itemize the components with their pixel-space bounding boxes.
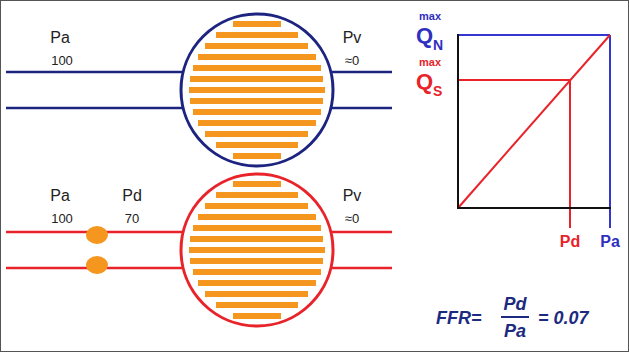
stenosis-plaque bbox=[86, 226, 108, 244]
axis-superscript: max bbox=[419, 57, 441, 68]
pressure-label: Pv bbox=[343, 188, 362, 204]
axis-subscript: S bbox=[433, 84, 442, 98]
axis-tick-label: Pa bbox=[600, 234, 620, 250]
stenosis-plaque bbox=[86, 256, 108, 274]
axis-superscript: max bbox=[419, 11, 441, 22]
axis-label: Q bbox=[416, 71, 433, 93]
pressure-label: Pd bbox=[122, 188, 142, 204]
pressure-label: Pa bbox=[50, 188, 70, 204]
pressure-value: 100 bbox=[51, 54, 73, 67]
microvessel-bars bbox=[189, 181, 325, 319]
pressure-label: Pa bbox=[50, 30, 70, 46]
pressure-value: ≈0 bbox=[345, 212, 359, 225]
myocardial-bed bbox=[181, 174, 333, 326]
axis-label: Q bbox=[416, 25, 433, 47]
flow-pressure-chart bbox=[457, 34, 611, 228]
pressure-value: 70 bbox=[125, 212, 139, 225]
formula-result: = 0.07 bbox=[538, 309, 589, 327]
microvessel-bars bbox=[189, 21, 325, 159]
pressure-value: ≈0 bbox=[345, 54, 359, 67]
formula-text: FFR= bbox=[436, 309, 482, 327]
pressure-label: Pv bbox=[343, 30, 362, 46]
myocardial-bed bbox=[181, 14, 333, 166]
fraction-bar bbox=[501, 316, 529, 318]
formula-numerator: Pd bbox=[503, 295, 526, 313]
axis-subscript: N bbox=[433, 38, 443, 52]
formula-denominator: Pa bbox=[504, 322, 526, 340]
pressure-value: 100 bbox=[51, 212, 73, 225]
axis-tick-label: Pd bbox=[560, 234, 580, 250]
